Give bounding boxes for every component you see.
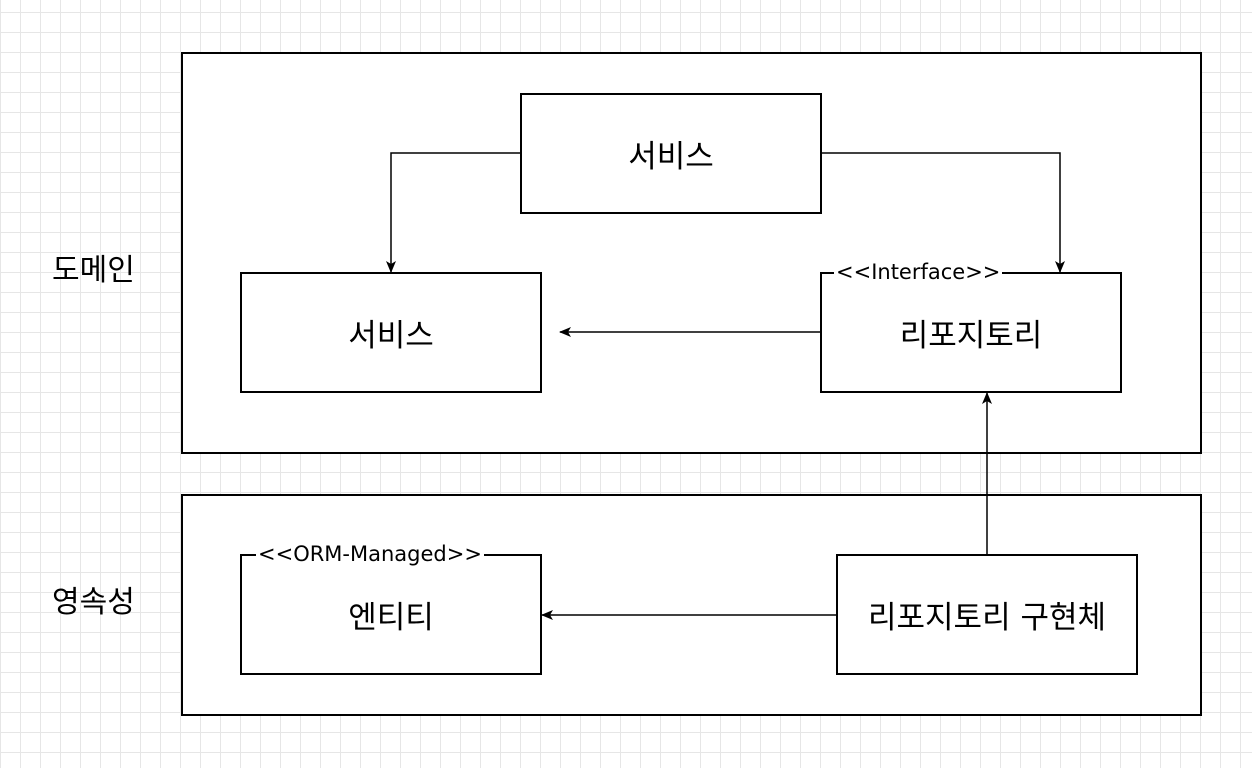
service-top-label: 서비스	[628, 139, 714, 175]
repository-stereotype: <<Interface>>	[834, 260, 1003, 284]
repository-box: 리포지토리	[820, 272, 1122, 393]
entity-stereotype: <<ORM-Managed>>	[256, 542, 484, 566]
entity-box: 엔티티	[240, 554, 542, 675]
domain-layer-label: 도메인	[52, 253, 135, 288]
repository-impl-label: 리포지토리 구현체	[867, 600, 1106, 636]
service-top-box: 서비스	[520, 93, 822, 214]
repository-impl-box: 리포지토리 구현체	[836, 554, 1138, 675]
repository-label: 리포지토리	[899, 318, 1043, 354]
persistence-layer-label: 영속성	[52, 585, 135, 620]
service-left-label: 서비스	[348, 318, 434, 354]
entity-label: 엔티티	[348, 600, 434, 636]
service-left-box: 서비스	[240, 272, 542, 393]
